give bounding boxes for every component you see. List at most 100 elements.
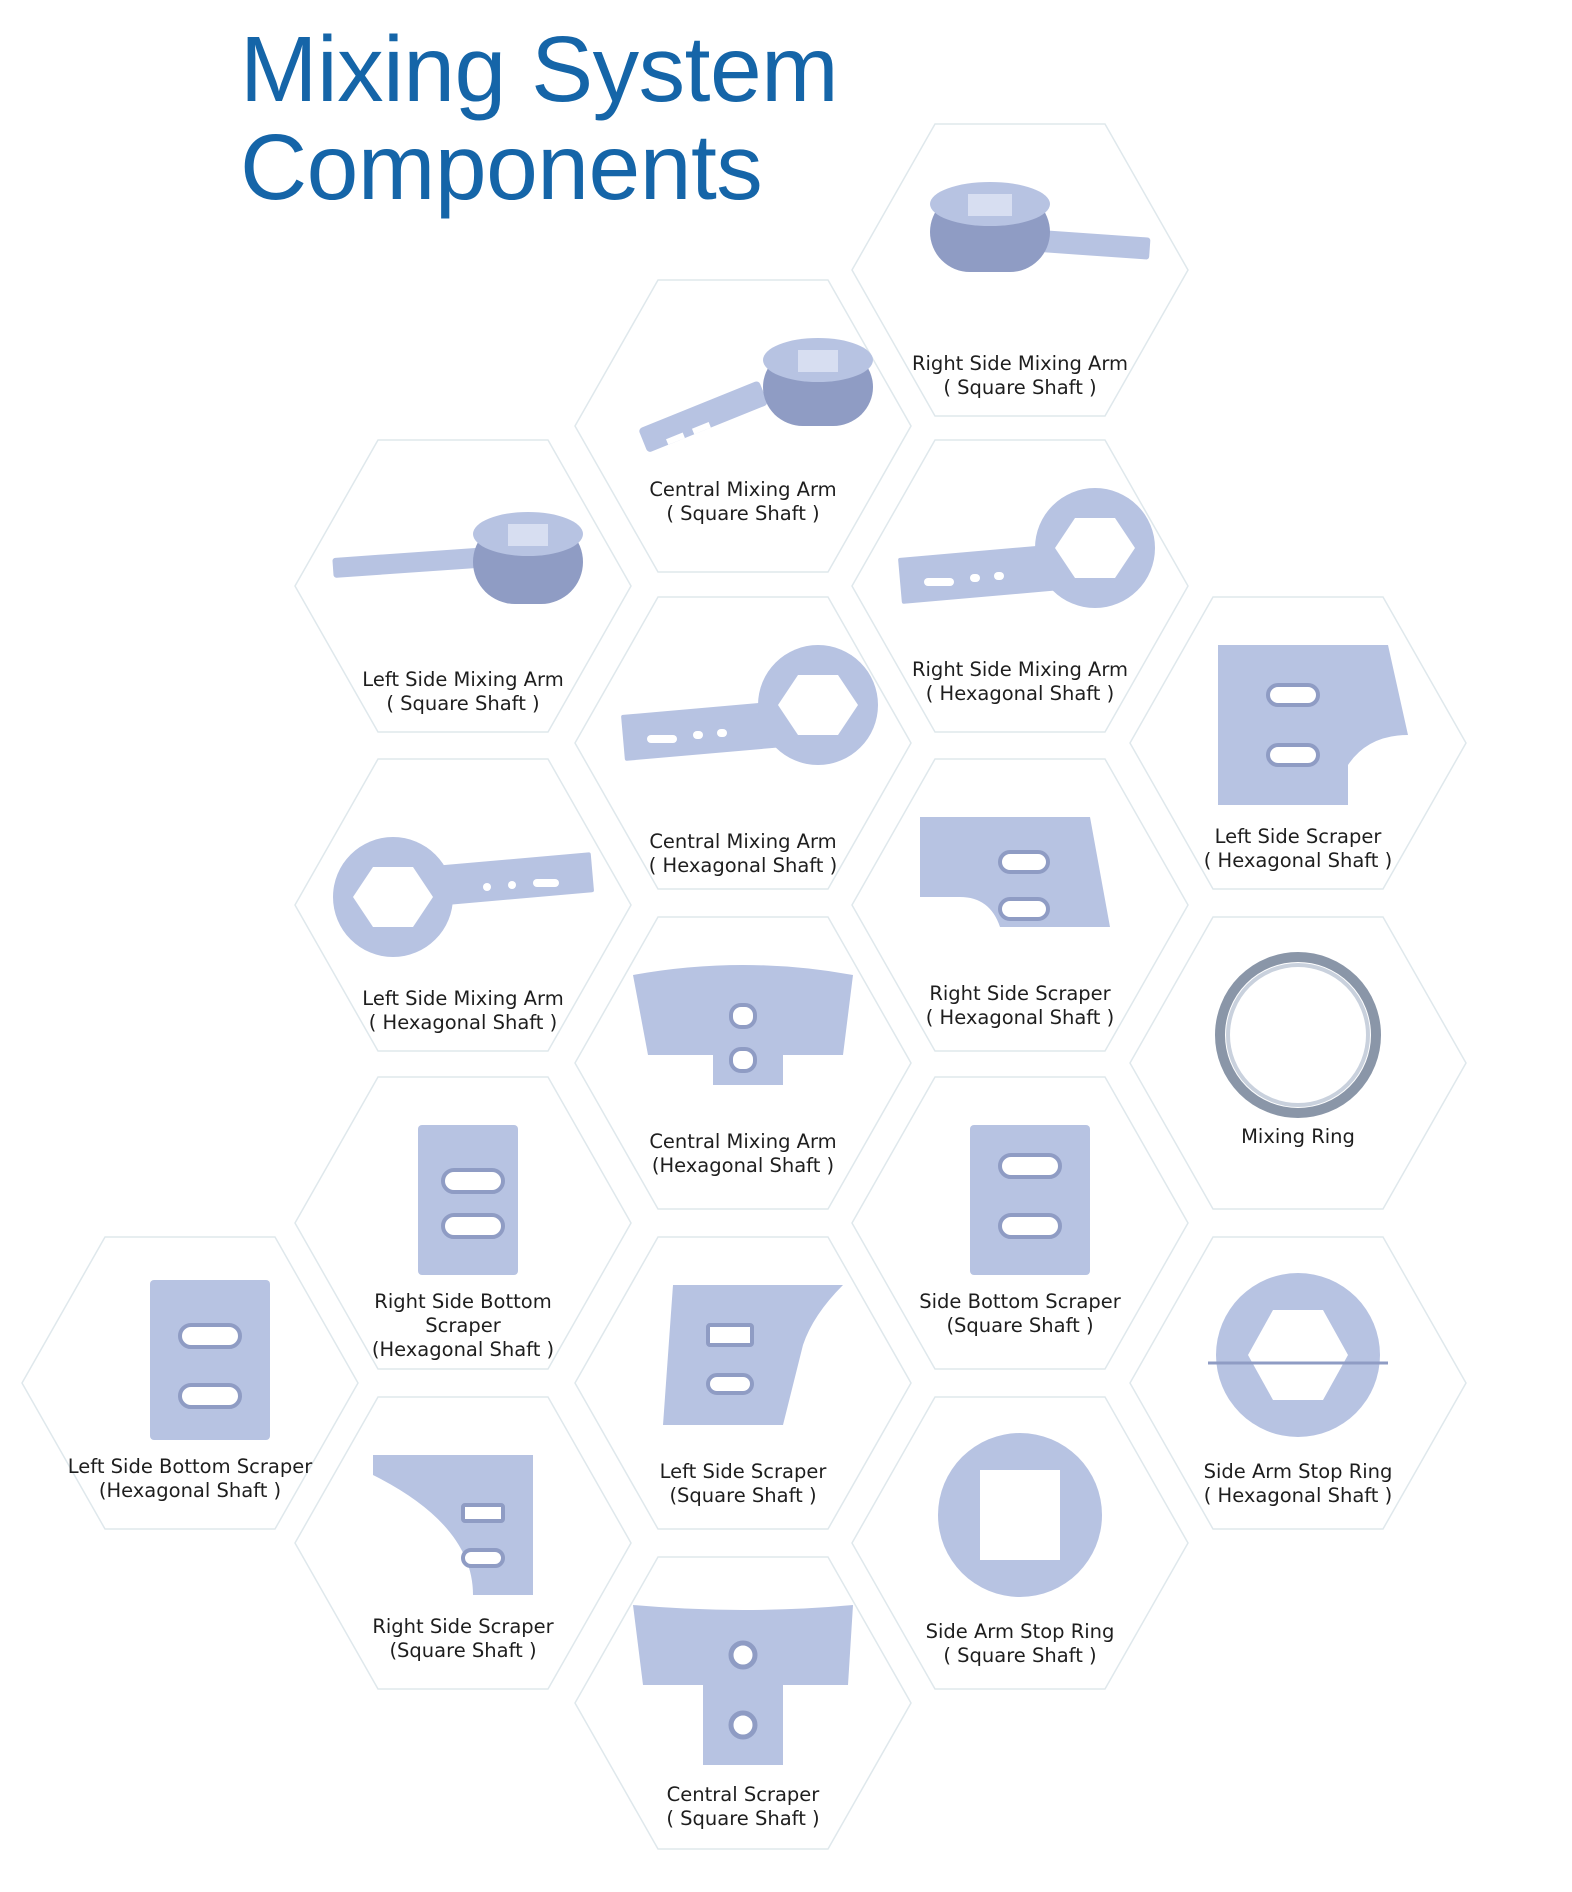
component-label-line-1: Central Scraper	[666, 1783, 820, 1806]
hexagon-outline	[851, 439, 1189, 733]
component-label: Central Scraper( Square Shaft )	[613, 1783, 873, 1831]
component-image	[1215, 952, 1381, 1118]
component-label-line-3: (Hexagonal Shaft )	[371, 1338, 555, 1361]
component-label: Left Side Scraper( Hexagonal Shaft )	[1168, 825, 1428, 873]
component-label-line-1: Left Side Scraper	[1214, 825, 1382, 848]
hexagon-outline	[1129, 1236, 1467, 1530]
component-label-line-1: Right Side Scraper	[929, 982, 1111, 1005]
component-image	[150, 1280, 270, 1440]
component-label-line-1: Side Bottom Scraper	[919, 1290, 1121, 1313]
hexagon-outline	[574, 279, 912, 573]
component-card: Mixing Ring	[1128, 915, 1468, 1211]
component-label-line-1: Left Side Mixing Arm	[362, 668, 564, 691]
component-label: Central Mixing Arm( Square Shaft )	[613, 478, 873, 526]
hexagon-outline	[294, 1076, 632, 1370]
component-image	[1218, 645, 1408, 805]
component-image	[930, 182, 1151, 272]
hexagon-outline	[574, 1236, 912, 1530]
component-card: Left Side Bottom Scraper(Hexagonal Shaft…	[20, 1235, 360, 1531]
component-label-line-2: (Hexagonal Shaft )	[98, 1479, 282, 1502]
page-title-line-2: Components	[240, 115, 763, 219]
component-label: Right Side Mixing Arm( Square Shaft )	[890, 352, 1150, 400]
component-image	[633, 1605, 853, 1765]
hexagon-outline	[294, 1396, 632, 1690]
component-label-line-1: Left Side Scraper	[659, 1460, 827, 1483]
component-label-line-1: Right Side Mixing Arm	[911, 352, 1129, 375]
hexagon-outline	[851, 1396, 1189, 1690]
component-card: Side Bottom Scraper(Square Shaft )	[850, 1075, 1190, 1371]
component-label-line-2: ( Square Shaft )	[666, 502, 820, 525]
hexagon-outline	[851, 758, 1189, 1052]
component-label-line-2: ( Hexagonal Shaft )	[925, 682, 1115, 705]
hexagon-outline	[294, 439, 632, 733]
component-label-line-2: Scraper	[425, 1314, 501, 1337]
component-image	[633, 965, 853, 1085]
component-label-line-2: ( Hexagonal Shaft )	[1203, 849, 1393, 872]
component-card: Central Mixing Arm( Hexagonal Shaft )	[573, 595, 913, 891]
component-image	[621, 645, 878, 765]
component-label-line-1: Right Side Scraper	[372, 1615, 554, 1638]
component-label-line-2: ( Square Shaft )	[666, 1807, 820, 1830]
component-card: Central Mixing Arm( Square Shaft )	[573, 278, 913, 574]
component-image	[418, 1125, 518, 1275]
component-label: Side Arm Stop Ring( Square Shaft )	[890, 1620, 1150, 1668]
hexagon-outline	[1129, 916, 1467, 1210]
component-label-line-2: ( Hexagonal Shaft )	[925, 1006, 1115, 1029]
component-image	[639, 338, 873, 452]
hexagon-outline	[1129, 596, 1467, 890]
component-label-line-1: Central Mixing Arm	[649, 1130, 837, 1153]
component-label-line-2: (Square Shaft )	[946, 1314, 1094, 1337]
component-label-line-1: Side Arm Stop Ring	[1203, 1460, 1393, 1483]
component-label: Central Mixing Arm( Hexagonal Shaft )	[613, 830, 873, 878]
hexagon-outline	[294, 758, 632, 1052]
component-label-line-2: ( Square Shaft )	[943, 1644, 1097, 1667]
component-label: Side Arm Stop Ring( Hexagonal Shaft )	[1168, 1460, 1428, 1508]
component-label-line-2: ( Hexagonal Shaft )	[648, 854, 838, 877]
component-card: Left Side Scraper(Square Shaft )	[573, 1235, 913, 1531]
component-card: Central Mixing Arm(Hexagonal Shaft )	[573, 915, 913, 1211]
component-label-line-2: (Square Shaft )	[669, 1484, 817, 1507]
component-image	[663, 1285, 843, 1425]
component-card: Right Side Mixing Arm( Hexagonal Shaft )	[850, 438, 1190, 734]
component-label: Right Side Scraper(Square Shaft )	[333, 1615, 593, 1663]
page-title-line-1: Mixing System	[240, 17, 839, 121]
component-card: Left Side Mixing Arm( Square Shaft )	[293, 438, 633, 734]
component-label: Right Side Mixing Arm( Hexagonal Shaft )	[890, 658, 1150, 706]
component-card: Left Side Scraper( Hexagonal Shaft )	[1128, 595, 1468, 891]
component-label-line-1: Side Arm Stop Ring	[925, 1620, 1115, 1643]
component-label-line-1: Left Side Mixing Arm	[362, 987, 564, 1010]
hexagon-outline	[851, 1076, 1189, 1370]
component-card: Side Arm Stop Ring( Square Shaft )	[850, 1395, 1190, 1691]
component-image	[332, 512, 583, 604]
page-title: Mixing System Components	[240, 17, 839, 219]
component-label-line-1: Left Side Bottom Scraper	[67, 1455, 313, 1478]
component-image	[373, 1455, 533, 1595]
hexagon-outline	[851, 123, 1189, 417]
component-label-line-2: ( Hexagonal Shaft )	[368, 1011, 558, 1034]
component-label: Left Side Mixing Arm( Square Shaft )	[333, 668, 593, 716]
component-card: Right Side Scraper(Square Shaft )	[293, 1395, 633, 1691]
component-label-line-1: Right Side Bottom	[374, 1290, 552, 1313]
component-image	[1208, 1273, 1388, 1437]
component-label-line-1: Right Side Mixing Arm	[911, 658, 1129, 681]
component-image	[970, 1125, 1090, 1275]
component-card: Left Side Mixing Arm( Hexagonal Shaft )	[293, 757, 633, 1053]
component-label: Right Side Scraper( Hexagonal Shaft )	[890, 982, 1150, 1030]
component-label-line-2: (Hexagonal Shaft )	[651, 1154, 835, 1177]
component-card: Right Side Scraper( Hexagonal Shaft )	[850, 757, 1190, 1053]
hexagon-outline	[574, 916, 912, 1210]
component-label: Side Bottom Scraper(Square Shaft )	[890, 1290, 1150, 1338]
component-label: Left Side Mixing Arm( Hexagonal Shaft )	[333, 987, 593, 1035]
component-image	[333, 837, 594, 957]
component-card: Central Scraper( Square Shaft )	[573, 1555, 913, 1851]
component-image	[898, 488, 1155, 608]
component-label-line-2: ( Square Shaft )	[386, 692, 540, 715]
component-label-line-1: Mixing Ring	[1241, 1125, 1355, 1148]
hexagon-outline	[574, 596, 912, 890]
component-card: Right Side Mixing Arm( Square Shaft )	[850, 122, 1190, 418]
component-image	[938, 1433, 1102, 1597]
component-label: Mixing Ring	[1168, 1125, 1428, 1149]
component-label: Left Side Scraper(Square Shaft )	[613, 1460, 873, 1508]
